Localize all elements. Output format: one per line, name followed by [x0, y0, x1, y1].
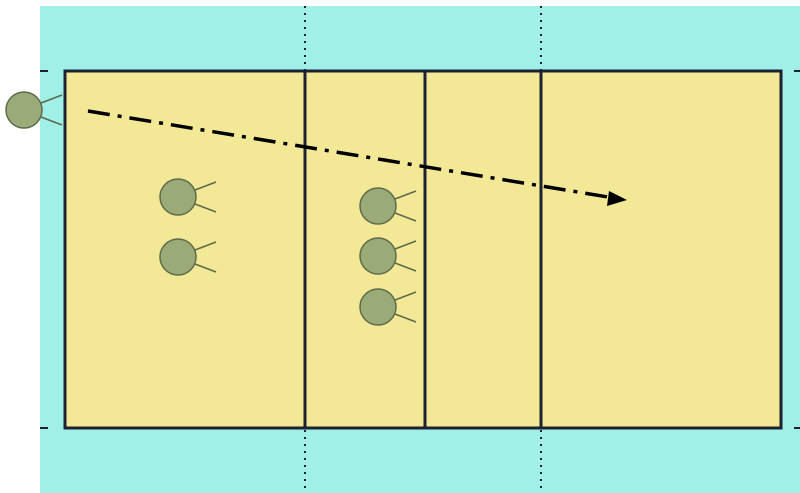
- player-facing-line: [394, 190, 417, 200]
- player-facing-line: [394, 291, 417, 301]
- serve-trajectory-arrowhead: [607, 191, 627, 206]
- court: [63, 69, 783, 430]
- court-lines: [303, 71, 543, 428]
- player-back-row-2: [159, 238, 217, 276]
- player-facing-line: [394, 212, 417, 222]
- player-facing-line: [40, 94, 63, 104]
- player-back-row-1: [159, 178, 217, 216]
- player-marker: [359, 237, 397, 275]
- player-front-row-3: [359, 288, 417, 326]
- player-facing-line: [194, 203, 217, 213]
- players: [5, 91, 417, 326]
- player-front-row-2: [359, 237, 417, 275]
- serve-trajectory: [87, 109, 627, 206]
- player-server: [5, 91, 63, 129]
- player-marker: [359, 288, 397, 326]
- player-marker: [159, 178, 197, 216]
- player-marker: [159, 238, 197, 276]
- player-marker: [5, 91, 43, 129]
- player-facing-line: [394, 313, 417, 323]
- corner-ticks: [40, 70, 800, 429]
- player-marker: [359, 187, 397, 225]
- player-facing-line: [40, 116, 63, 126]
- player-facing-line: [194, 181, 217, 191]
- player-facing-line: [194, 263, 217, 273]
- player-front-row-1: [359, 187, 417, 225]
- player-facing-line: [394, 240, 417, 250]
- player-facing-line: [394, 262, 417, 272]
- player-facing-line: [194, 241, 217, 251]
- serve-trajectory-line: [87, 109, 609, 199]
